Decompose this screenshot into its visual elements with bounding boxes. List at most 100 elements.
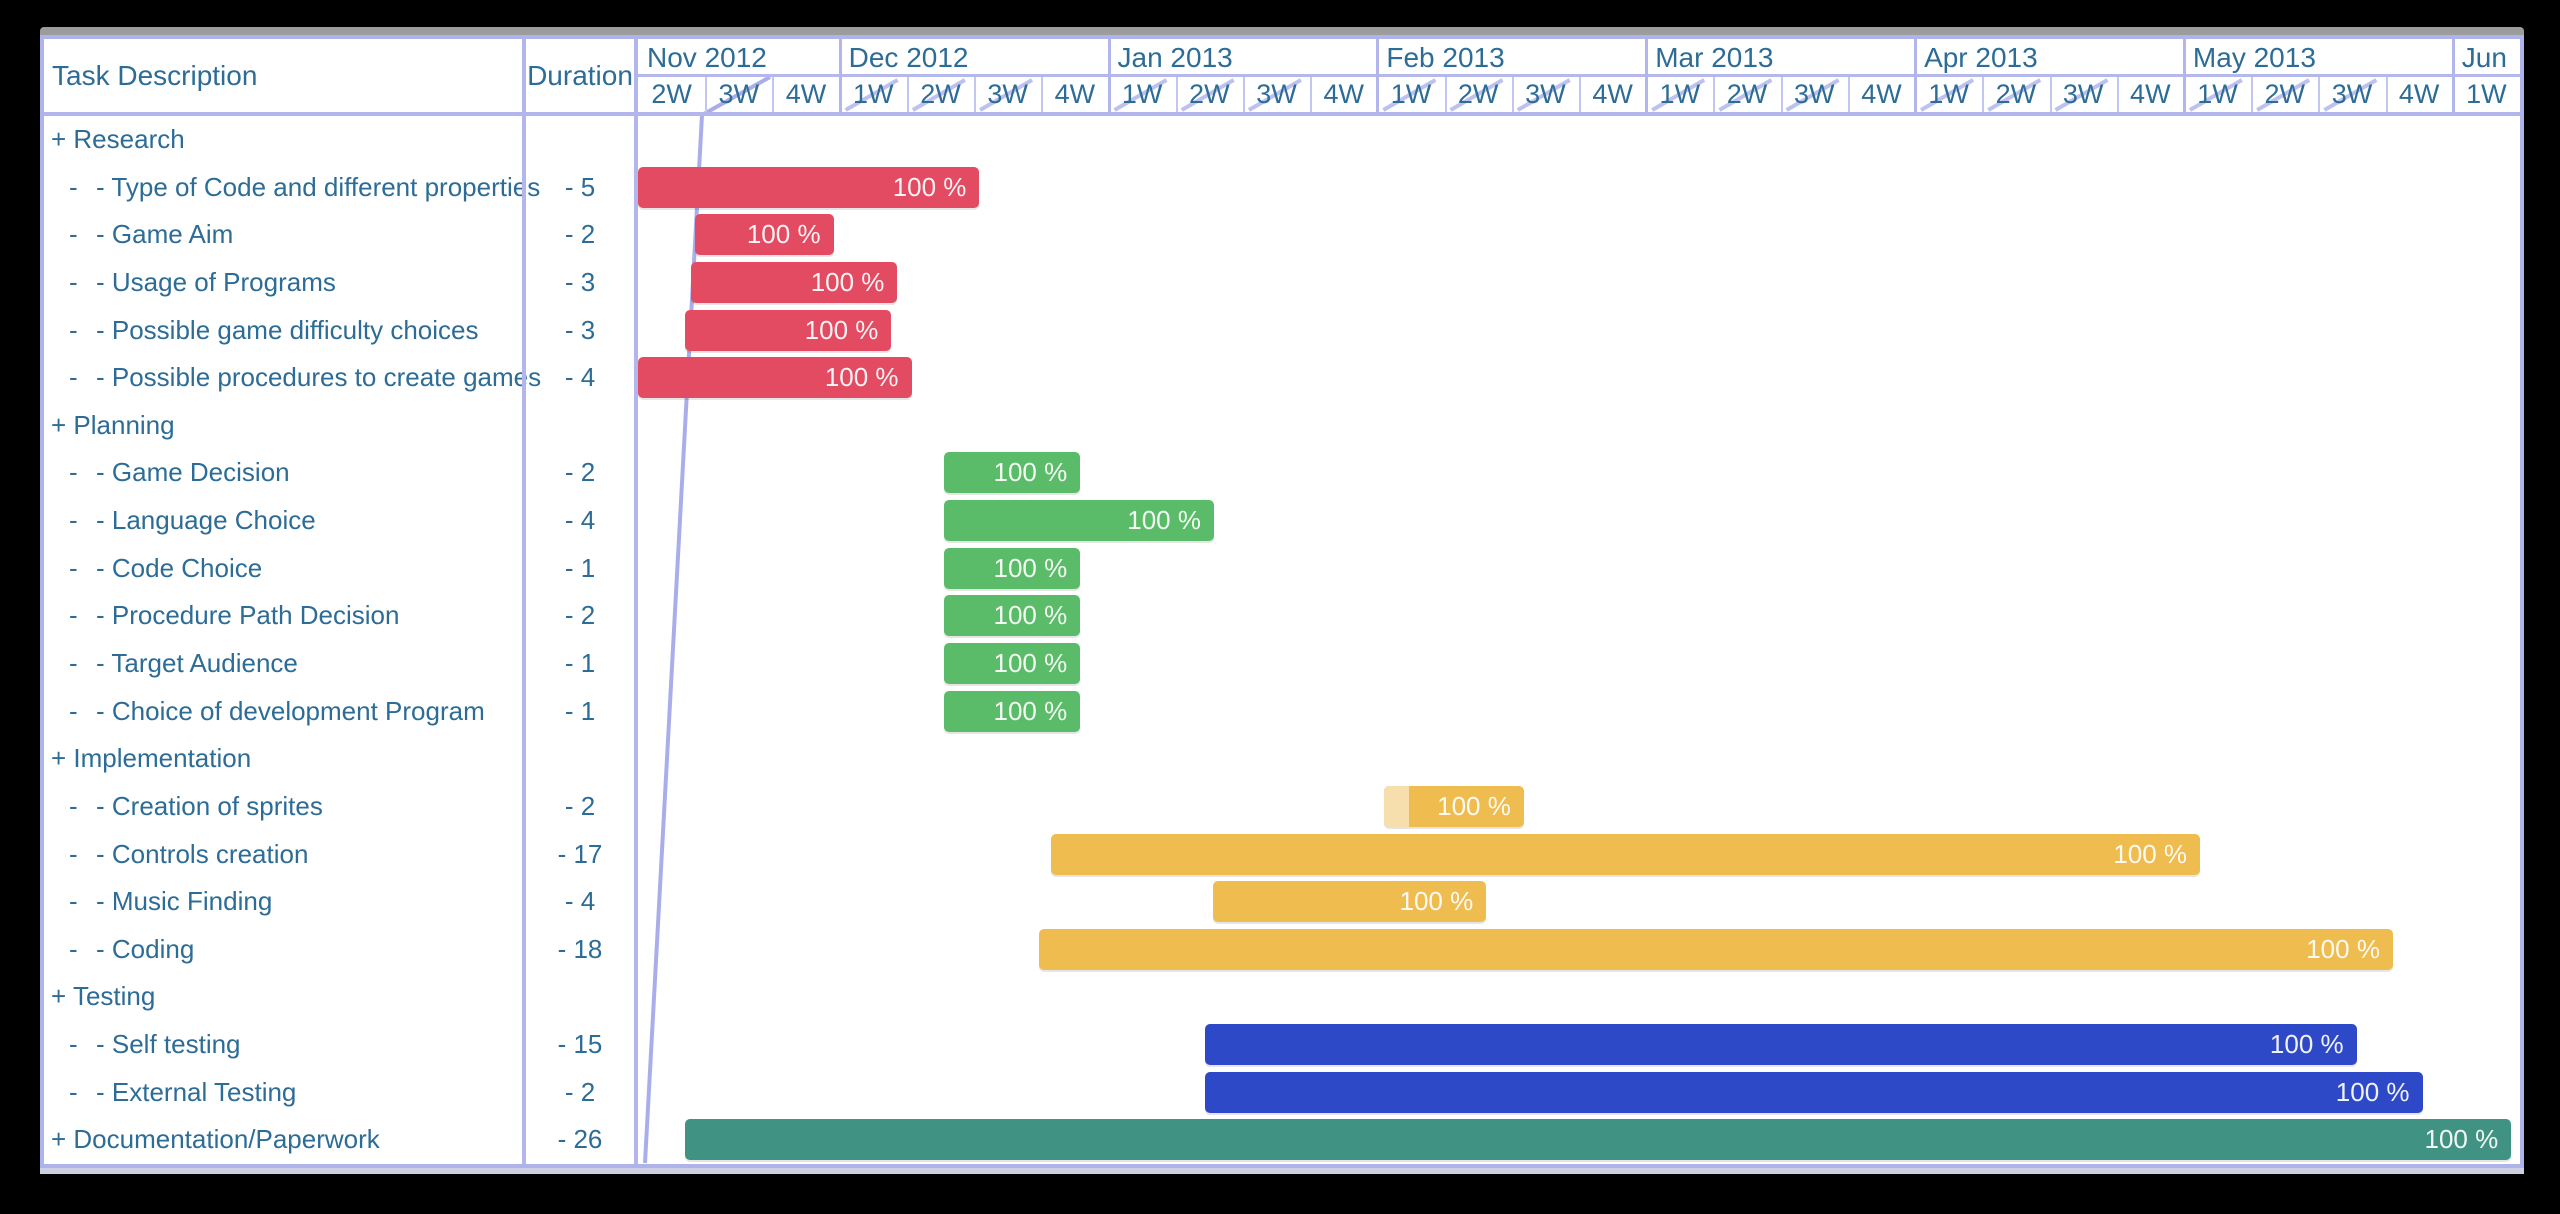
gantt-bar-red[interactable]: 100 % xyxy=(638,357,912,399)
collapse-dash[interactable]: - xyxy=(69,552,78,583)
week-separator xyxy=(2116,77,2119,112)
gantt-bar-green[interactable]: 100 % xyxy=(944,643,1081,684)
gantt-bar-yellow[interactable]: 100 % xyxy=(1039,928,2393,970)
task-row-group[interactable]: + Testing xyxy=(44,973,634,1021)
collapse-dash[interactable]: - xyxy=(69,790,78,821)
task-row[interactable]: -- Game Decision- 2 xyxy=(44,449,634,497)
gantt-bar-blue[interactable]: 100 % xyxy=(1205,1071,2423,1113)
months-weeks-divider xyxy=(638,74,2520,77)
collapse-dash[interactable]: - xyxy=(69,1076,78,1107)
gantt-bar-blue[interactable]: 100 % xyxy=(1205,1024,2357,1066)
progress-label: 100 % xyxy=(2424,1124,2499,1155)
collapse-dash[interactable]: - xyxy=(69,695,78,726)
task-row-group[interactable]: + Documentation/Paperwork- 26 xyxy=(44,1116,634,1164)
task-row[interactable]: -- Possible procedures to create games- … xyxy=(44,354,634,402)
task-duration: - 18 xyxy=(557,933,603,964)
collapse-dash[interactable]: - xyxy=(69,219,78,250)
task-row-group[interactable]: + Research xyxy=(44,116,634,164)
gantt-bar-red[interactable]: 100 % xyxy=(695,214,834,256)
collapse-dash[interactable]: - xyxy=(69,457,78,488)
gantt-bar-yellow[interactable]: 100 % xyxy=(1213,881,1487,923)
collapse-dash[interactable]: - xyxy=(69,266,78,297)
task-row[interactable]: -- Target Audience- 1 xyxy=(44,640,634,688)
group-label: + Implementation xyxy=(51,743,252,774)
task-row[interactable]: -- Controls creation- 17 xyxy=(44,831,634,879)
task-label: - Procedure Path Decision xyxy=(96,600,400,631)
week-header-label: 1W xyxy=(1121,79,1163,109)
task-row[interactable]: -- Creation of sprites- 2 xyxy=(44,783,634,831)
gantt-bar-yellow[interactable]: 100 % xyxy=(1051,833,2201,875)
task-row[interactable]: -- Game Aim- 2 xyxy=(44,211,634,259)
task-row[interactable]: -- Usage of Programs- 3 xyxy=(44,259,634,307)
collapse-dash[interactable]: - xyxy=(69,600,78,631)
task-duration xyxy=(526,973,634,1021)
task-row[interactable]: -- Self testing- 15 xyxy=(44,1021,634,1069)
week-separator xyxy=(1579,77,1581,112)
week-separator xyxy=(1041,77,1044,112)
task-row[interactable]: -- Type of Code and different properties… xyxy=(44,164,634,212)
collapse-dash[interactable]: - xyxy=(69,648,78,678)
task-row[interactable]: -- Language Choice- 4 xyxy=(44,497,634,545)
task-row[interactable]: -- Coding- 18 xyxy=(44,926,634,974)
week-slash-mark xyxy=(1247,78,1302,112)
task-label: - Target Audience xyxy=(96,648,298,678)
gantt-bar-green[interactable]: 100 % xyxy=(944,690,1081,732)
task-label: - Choice of development Program xyxy=(96,695,485,726)
task-row[interactable]: -- Choice of development Program- 1 xyxy=(44,688,634,736)
gantt-bar-red[interactable]: 100 % xyxy=(638,166,980,208)
task-row[interactable]: -- Music Finding- 4 xyxy=(44,878,634,926)
week-header-label: 1W xyxy=(852,79,894,109)
task-row-group[interactable]: + Implementation xyxy=(44,735,634,783)
group-label: + Documentation/Paperwork xyxy=(51,1124,380,1155)
progress-label: 100 % xyxy=(824,362,899,393)
task-row[interactable]: -- Code Choice- 1 xyxy=(44,545,634,593)
task-label: - Self testing xyxy=(96,1029,241,1060)
collapse-dash[interactable]: - xyxy=(69,505,78,536)
task-row-group[interactable]: + Planning xyxy=(44,402,634,450)
week-header-label: 2W xyxy=(1457,79,1499,109)
progress-label: 100 % xyxy=(746,219,821,250)
gantt-bar-green[interactable]: 100 % xyxy=(944,452,1081,494)
task-duration: - 4 xyxy=(564,505,596,536)
task-duration: - 17 xyxy=(557,838,603,869)
gantt-bar-green[interactable]: 100 % xyxy=(944,547,1081,589)
week-separator xyxy=(1175,77,1178,112)
week-separator xyxy=(1713,77,1716,112)
week-separator xyxy=(974,77,977,112)
week-header-label: 2W xyxy=(2264,79,2305,109)
task-duration: - 4 xyxy=(564,362,596,393)
task-row[interactable]: -- Possible game difficulty choices- 3 xyxy=(44,307,634,355)
gantt-bar-green[interactable]: 100 % xyxy=(944,595,1081,637)
collapse-dash[interactable]: - xyxy=(69,933,78,964)
gantt-bar-yellow[interactable]: 100 % xyxy=(1384,785,1524,827)
task-description-header: Task Description xyxy=(52,60,258,91)
week-header-label: 4W xyxy=(1861,79,1902,109)
gantt-bar-teal[interactable]: 100 % xyxy=(685,1119,2512,1161)
week-header-label: 3W xyxy=(2062,79,2104,109)
week-slash-mark xyxy=(2256,78,2311,112)
collapse-dash[interactable]: - xyxy=(69,171,78,202)
month-boundary-line xyxy=(1914,39,1918,112)
week-header-label: 2W xyxy=(1189,79,1230,109)
week-header-label: 2W xyxy=(1726,79,1768,109)
week-header-label: 3W xyxy=(1793,79,1835,109)
gantt-bar-green[interactable]: 100 % xyxy=(944,500,1214,542)
collapse-dash[interactable]: - xyxy=(69,1029,78,1060)
task-duration: - 5 xyxy=(564,171,596,202)
collapse-dash[interactable]: - xyxy=(69,362,78,393)
collapse-dash[interactable]: - xyxy=(69,886,78,917)
task-label: - Game Aim xyxy=(96,219,234,250)
week-header-label: 1W xyxy=(1390,79,1432,109)
week-slash-mark xyxy=(1113,78,1168,112)
collapse-dash[interactable]: - xyxy=(69,314,78,345)
task-row[interactable]: -- External Testing- 2 xyxy=(44,1069,634,1117)
progress-label: 100 % xyxy=(2335,1076,2410,1107)
month-boundary-line xyxy=(1645,39,1649,112)
task-row[interactable]: -- Procedure Path Decision- 2 xyxy=(44,592,634,640)
week-header-label: 3W xyxy=(2331,79,2373,109)
gantt-bar-red[interactable]: 100 % xyxy=(685,309,892,351)
month-boundary-line xyxy=(2182,39,2186,112)
month-boundary-line xyxy=(838,39,842,112)
collapse-dash[interactable]: - xyxy=(69,838,78,869)
gantt-bar-red[interactable]: 100 % xyxy=(691,261,898,303)
